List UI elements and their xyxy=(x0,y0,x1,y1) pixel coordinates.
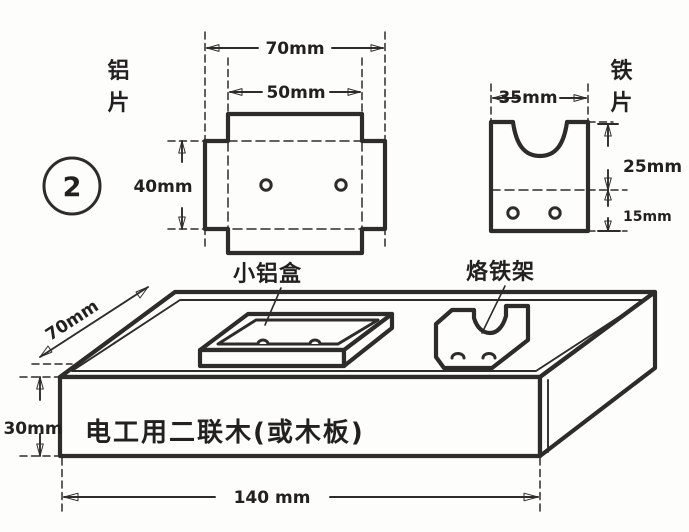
hole-right-icon xyxy=(334,178,348,192)
figure-number-marker: 2 xyxy=(42,156,102,216)
stand-base-front xyxy=(434,338,530,370)
dim-alu-width-outer-text: 70mm xyxy=(265,39,324,59)
dim-alu-width-inner: 50mm xyxy=(229,83,361,103)
dim-iron-width: 35mm xyxy=(492,88,587,108)
dim-alu-width-outer: 70mm xyxy=(206,39,384,59)
soldering-iron-stand-caption: 烙铁架 xyxy=(466,259,535,285)
iron-sheet-flat-pattern: 35mm 25mm 15mm xyxy=(488,83,682,234)
dim-board-length-text: 140 mm xyxy=(234,488,311,508)
stand-rivet-right xyxy=(481,352,497,360)
assembly-3d-view: 电工用二联木(或木板) 70mm 30mm 140 m xyxy=(3,259,658,513)
iron-sheet-label-char1: 铁 xyxy=(610,58,633,84)
stand-leader-line xyxy=(481,285,506,334)
small-aluminum-box-3d: 小铝盒 xyxy=(197,261,395,369)
tray-leader-line xyxy=(264,287,282,326)
soldering-iron-stand-3d: 烙铁架 xyxy=(433,259,535,371)
dim-alu-height-text: 40mm xyxy=(133,177,192,197)
board-right-face xyxy=(537,289,658,459)
dim-iron-height-lower: 15mm xyxy=(597,189,672,232)
aluminum-mounting-holes xyxy=(259,178,348,192)
dim-board-length: 140 mm xyxy=(61,457,541,513)
figure-number-text: 2 xyxy=(63,172,82,203)
iron-sheet-label: 铁 片 xyxy=(610,58,633,116)
dim-board-depth-text: 70mm xyxy=(42,296,102,345)
iron-hole-left-icon xyxy=(506,206,520,220)
aluminum-sheet-label-char2: 片 xyxy=(107,91,130,116)
dim-board-thickness: 30mm xyxy=(3,376,63,457)
iron-extension-lines xyxy=(490,83,628,232)
wood-board-caption: 电工用二联木(或木板) xyxy=(85,418,365,448)
dim-iron-height-upper: 25mm xyxy=(597,123,682,191)
tray-inner-cavity xyxy=(216,318,380,346)
iron-hole-right-icon xyxy=(548,206,562,220)
iron-sheet-label-char2: 片 xyxy=(610,91,633,116)
iron-blank-outline xyxy=(488,119,591,234)
dim-iron-height-lower-text: 15mm xyxy=(623,209,672,225)
dim-iron-width-text: 35mm xyxy=(498,88,557,108)
dim-iron-height-upper-text: 25mm xyxy=(623,157,682,177)
hole-left-icon xyxy=(259,178,273,192)
aluminum-blank-outline xyxy=(202,111,388,256)
tray-tab-left xyxy=(256,338,270,346)
iron-mounting-holes xyxy=(506,206,562,220)
aluminum-sheet-flat-pattern: 70mm 50mm 40mm xyxy=(133,31,388,256)
aluminum-fold-lines xyxy=(204,113,386,254)
tray-front-wall xyxy=(197,347,347,369)
dim-board-depth-line xyxy=(39,286,149,358)
tray-tab-right xyxy=(308,338,322,346)
aluminum-sheet-label: 铝 片 xyxy=(107,58,130,116)
aluminum-sheet-label-char1: 铝 xyxy=(107,58,130,84)
stand-rivet-left xyxy=(450,352,466,360)
tray-right-wall xyxy=(341,311,395,369)
dim-board-thickness-text: 30mm xyxy=(3,419,62,439)
dim-alu-width-inner-text: 50mm xyxy=(266,83,325,103)
small-aluminum-box-caption: 小铝盒 xyxy=(233,261,302,287)
